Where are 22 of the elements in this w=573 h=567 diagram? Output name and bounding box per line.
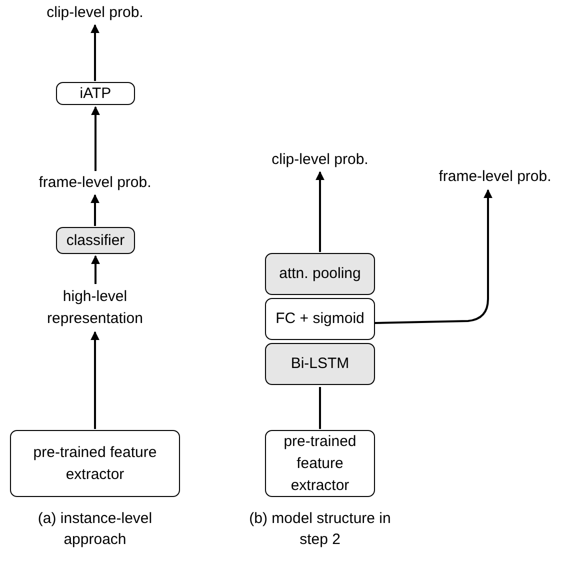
arrow [90, 194, 100, 226]
text-label: frame-level prob. [22, 172, 168, 194]
arrow [90, 24, 100, 81]
arrow [316, 171, 324, 252]
text-label: high-level representation [30, 285, 160, 331]
process-box: attn. pooling [265, 253, 375, 295]
process-box: iATP [56, 82, 135, 105]
process-box: classifier [56, 227, 135, 254]
arrow [374, 189, 492, 324]
text-label: clip-level prob. [35, 2, 155, 24]
connector-line [319, 387, 321, 429]
arrow [90, 331, 100, 429]
caption: (b) model structure in step 2 [248, 509, 392, 550]
caption: (a) instance-level approach [36, 509, 154, 550]
process-box: pre-trained feature extractor [10, 430, 180, 497]
text-label: frame-level prob. [420, 166, 570, 188]
text-label: clip-level prob. [255, 149, 385, 171]
process-box: FC + sigmoid [265, 298, 375, 340]
arrow [91, 106, 100, 171]
arrow [91, 255, 100, 284]
process-box: pre-trained feature extractor [265, 430, 375, 497]
process-box: Bi-LSTM [265, 343, 375, 385]
